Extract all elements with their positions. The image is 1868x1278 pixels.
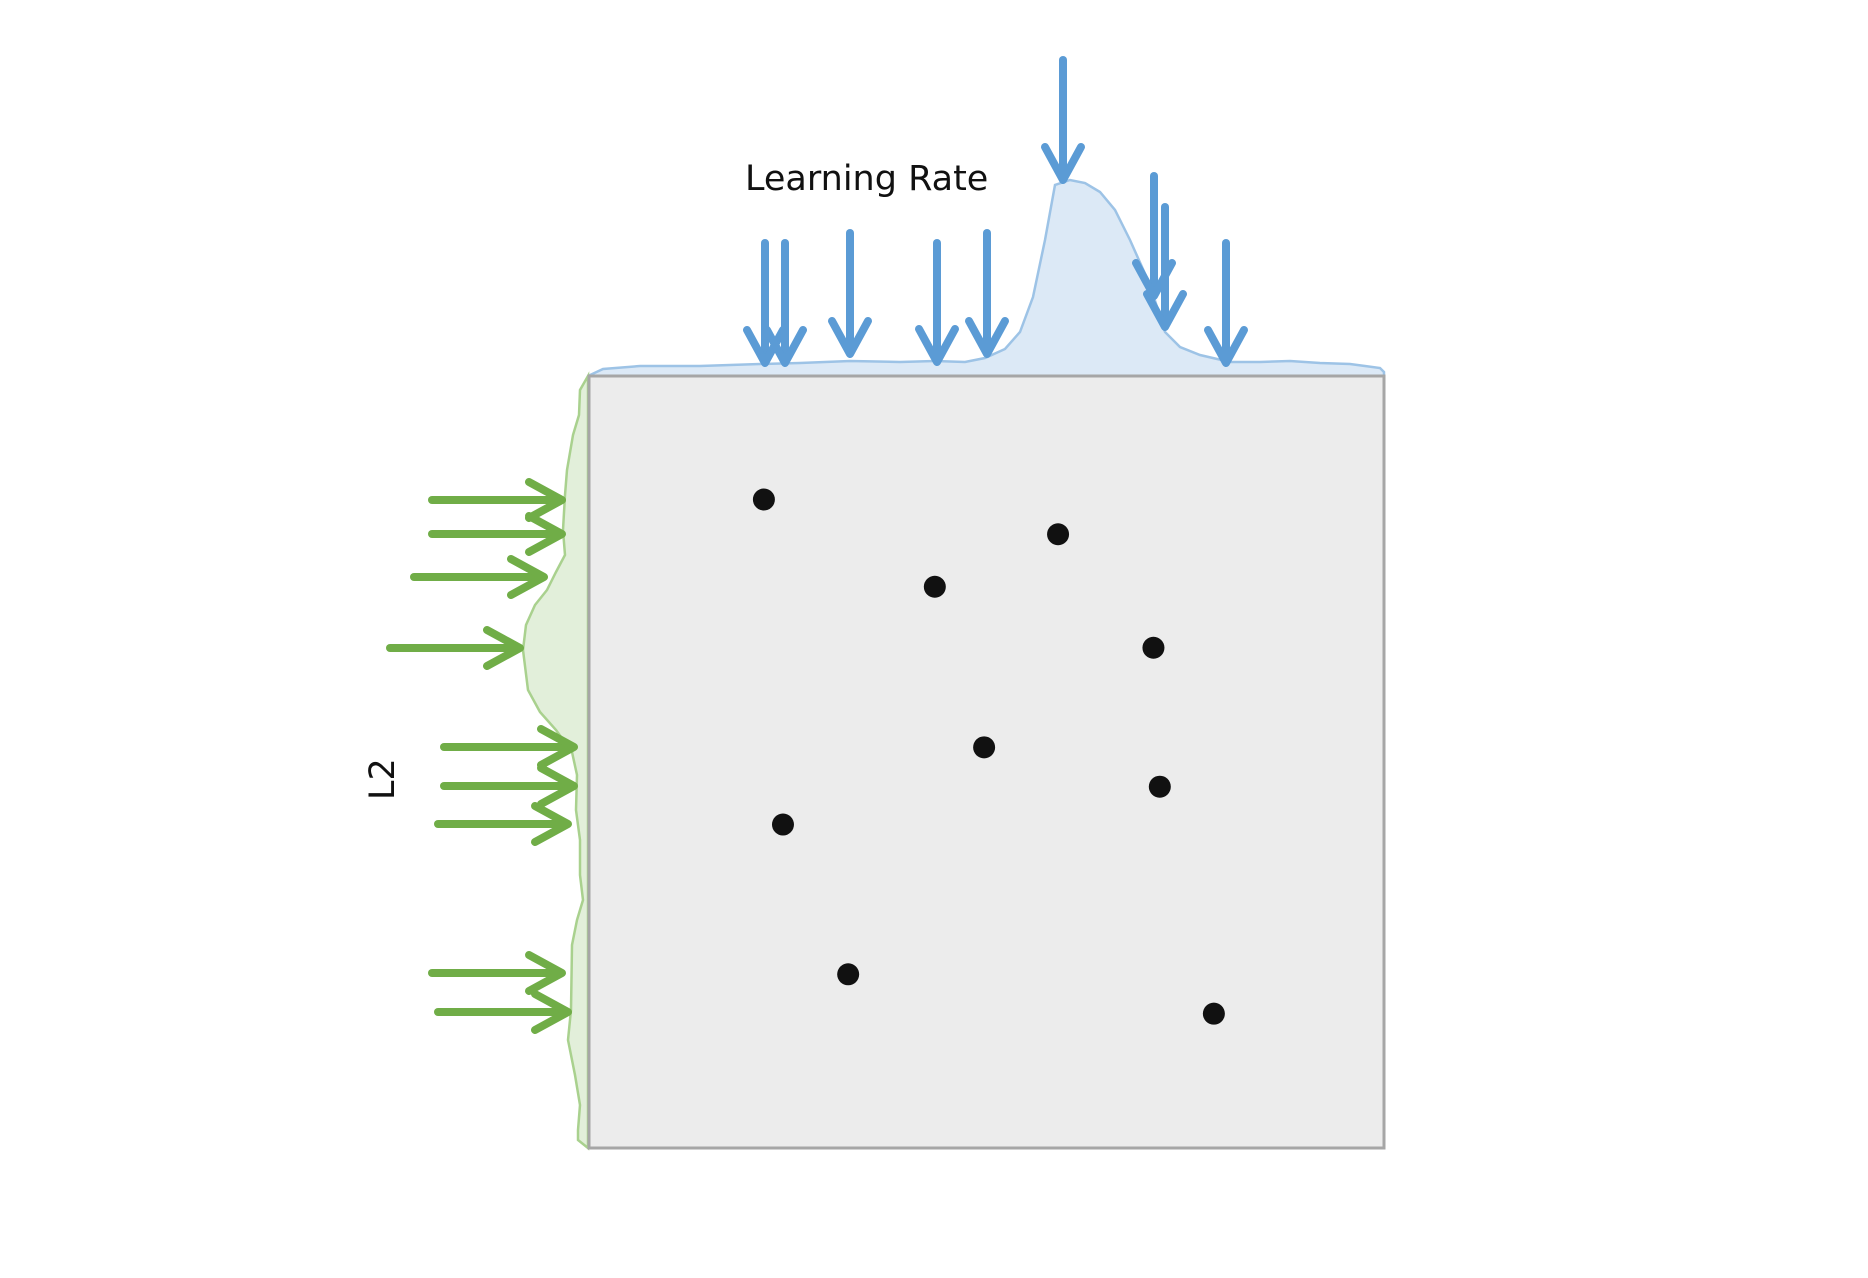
l2-sample-arrow	[440, 725, 578, 769]
learning-rate-sample-arrow	[1204, 239, 1248, 367]
learning-rate-sample-arrows	[743, 56, 1248, 367]
l2-sample-arrow	[434, 802, 572, 846]
learning-rate-sample-arrow	[915, 239, 959, 366]
l2-sample-arrows	[386, 478, 578, 1034]
sample-points	[752, 488, 1225, 1025]
search-space-box	[587, 374, 1386, 1150]
l2-sample-arrow	[440, 764, 578, 808]
learning-rate-sample-arrow	[1041, 56, 1085, 184]
l2-sample-arrow	[410, 555, 548, 599]
sample-point	[1047, 523, 1070, 546]
sample-point	[837, 963, 860, 986]
sample-point	[923, 575, 946, 598]
learning-rate-sample-arrow	[1143, 203, 1187, 331]
l2-sample-arrow	[428, 951, 566, 995]
sample-point	[1148, 775, 1171, 798]
learning-rate-label: Learning Rate	[745, 159, 988, 199]
l2-sample-arrow	[434, 990, 572, 1034]
learning-rate-sample-arrow	[763, 239, 807, 367]
learning-rate-density-curve	[587, 178, 1386, 378]
sample-point	[1142, 636, 1165, 659]
sample-point	[752, 488, 775, 511]
l2-label: L2	[363, 758, 403, 800]
sample-point	[973, 736, 996, 759]
sample-point	[1202, 1002, 1225, 1025]
l2-sample-arrow	[428, 512, 566, 556]
learning-rate-sample-arrow	[965, 229, 1009, 358]
learning-rate-sample-arrow	[828, 229, 872, 358]
l2-sample-arrow	[386, 626, 524, 670]
l2-sample-arrow	[428, 478, 566, 522]
sample-point	[771, 813, 794, 836]
